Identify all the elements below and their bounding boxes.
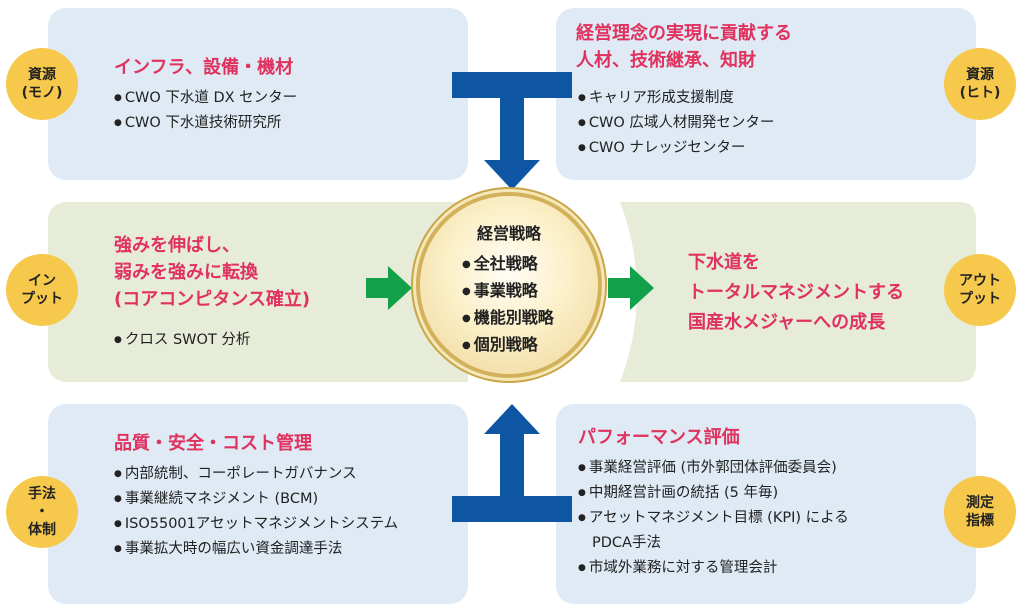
resource-hito-list: キャリア形成支援制度 CWO 広域人材開発センター CWO ナレッジセンター: [578, 86, 774, 161]
list-item: CWO 広域人材開発センター: [578, 111, 774, 136]
input-title: 強みを伸ばし、 弱みを強みに転換 (コアコンピタンス確立): [114, 235, 311, 310]
list-item: アセットマネジメント目標 (KPI) による: [578, 506, 849, 531]
list-item: 内部統制、コーポレートガバナンス: [114, 462, 398, 487]
list-item: 事業経営評価 (市外郭団体評価委員会): [578, 456, 849, 481]
method-list: 内部統制、コーポレートガバナンス 事業継続マネジメント (BCM) ISO550…: [114, 462, 398, 562]
list-item: 全社戦略: [462, 251, 554, 278]
resource-mono-title: インフラ、設備・機材: [114, 57, 294, 78]
list-item: 中期経営計画の統括 (5 年毎): [578, 481, 849, 506]
input-list: クロス SWOT 分析: [114, 328, 251, 353]
list-item: 事業戦略: [462, 278, 554, 305]
list-item: 事業拡大時の幅広い資金調達手法: [114, 537, 398, 562]
list-item: CWO 下水道技術研究所: [114, 111, 297, 136]
strategy-title: 経営戦略: [476, 224, 541, 243]
resource-hito-title: 経営理念の実現に貢献する 人材、技術継承、知財: [576, 23, 792, 71]
list-item: CWO 下水道 DX センター: [114, 86, 297, 111]
resource-hito-badge: 資源 (ヒト): [944, 48, 1016, 120]
list-item: 個別戦略: [462, 332, 554, 359]
method-badge: 手法 ・ 体制: [6, 476, 78, 548]
list-item: PDCA手法: [592, 535, 661, 551]
output-badge: アウト プット: [944, 254, 1016, 326]
list-item: クロス SWOT 分析: [114, 328, 251, 353]
arrow-up-icon: [452, 404, 572, 522]
list-item: CWO ナレッジセンター: [578, 136, 774, 161]
measure-list: 事業経営評価 (市外郭団体評価委員会) 中期経営計画の統括 (5 年毎) アセッ…: [578, 456, 849, 581]
measure-title: パフォーマンス評価: [578, 427, 740, 448]
list-item: 市域外業務に対する管理会計: [578, 556, 849, 581]
list-item: キャリア形成支援制度: [578, 86, 774, 111]
list-item: 事業継続マネジメント (BCM): [114, 487, 398, 512]
measure-badge: 測定 指標: [944, 476, 1016, 548]
output-text: 下水道を トータルマネジメントする 国産水メジャーへの成長: [688, 252, 904, 333]
resource-mono-list: CWO 下水道 DX センター CWO 下水道技術研究所: [114, 86, 297, 136]
list-item: ISO55001アセットマネジメントシステム: [114, 512, 398, 537]
strategy-list: 全社戦略 事業戦略 機能別戦略 個別戦略: [462, 251, 554, 359]
method-title: 品質・安全・コスト管理: [114, 433, 312, 454]
arrow-down-icon: [452, 72, 572, 190]
output-panel: [620, 202, 976, 382]
input-badge: イン プット: [6, 254, 78, 326]
list-item: 機能別戦略: [462, 305, 554, 332]
strategy-circle: 経営戦略 全社戦略 事業戦略 機能別戦略 個別戦略: [420, 196, 598, 374]
arrow-right-icon: [366, 266, 412, 310]
resource-mono-badge: 資源 (モノ): [6, 48, 78, 120]
arrow-right-icon: [608, 266, 654, 310]
